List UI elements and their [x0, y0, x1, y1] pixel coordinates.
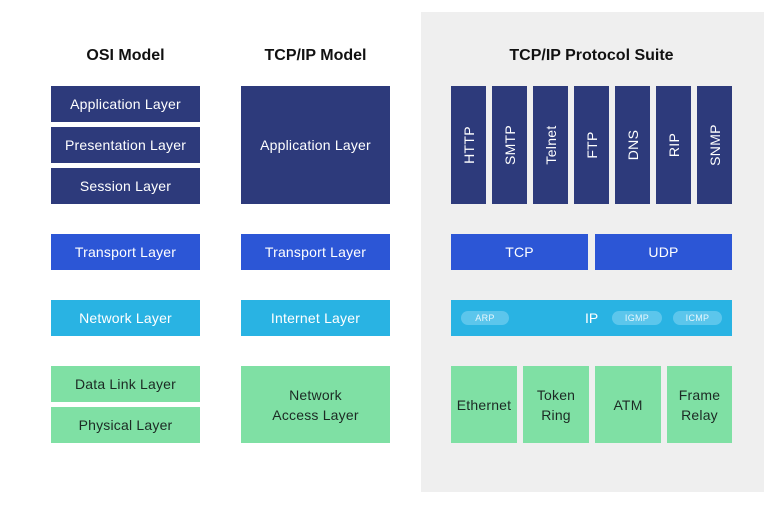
- protocol-icmp-pill: ICMP: [673, 311, 722, 325]
- osi-transport-layer: Transport Layer: [51, 234, 200, 270]
- osi-presentation-layer: Presentation Layer: [51, 127, 200, 163]
- tcpip-internet-layer: Internet Layer: [241, 300, 390, 336]
- osi-network-layer: Network Layer: [51, 300, 200, 336]
- protocol-token-ring: Token Ring: [523, 366, 589, 443]
- tcpip-network-access-layer: Network Access Layer: [241, 366, 390, 443]
- protocol-tcp: TCP: [451, 234, 588, 270]
- osi-session-layer: Session Layer: [51, 168, 200, 204]
- protocol-ftp: FTP: [574, 86, 609, 204]
- protocol-smtp-label: SMTP: [501, 124, 518, 166]
- protocol-dns: DNS: [615, 86, 650, 204]
- tcpip-model-heading: TCP/IP Model: [264, 47, 367, 64]
- protocol-suite-heading: TCP/IP Protocol Suite: [509, 47, 674, 64]
- protocol-arp-pill: ARP: [461, 311, 509, 325]
- protocol-frame-relay: Frame Relay: [667, 366, 732, 443]
- protocol-igmp-pill: IGMP: [612, 311, 662, 325]
- protocol-telnet-label: Telnet: [542, 125, 559, 165]
- protocol-telnet: Telnet: [533, 86, 568, 204]
- osi-data-link-layer: Data Link Layer: [51, 366, 200, 402]
- osi-physical-layer: Physical Layer: [51, 407, 200, 443]
- protocol-ftp-label: FTP: [583, 131, 600, 159]
- protocol-rip: RIP: [656, 86, 691, 204]
- protocol-snmp-label: SNMP: [706, 124, 723, 166]
- tcpip-application-layer: Application Layer: [241, 86, 390, 204]
- protocol-dns-label: DNS: [624, 129, 641, 161]
- protocol-http: HTTP: [451, 86, 486, 204]
- protocol-udp: UDP: [595, 234, 732, 270]
- protocol-ip-label: IP: [585, 310, 599, 326]
- tcpip-transport-layer: Transport Layer: [241, 234, 390, 270]
- osi-application-layer: Application Layer: [51, 86, 200, 122]
- protocol-smtp: SMTP: [492, 86, 527, 204]
- protocol-snmp: SNMP: [697, 86, 732, 204]
- protocol-http-label: HTTP: [460, 126, 477, 164]
- protocol-atm: ATM: [595, 366, 661, 443]
- protocol-rip-label: RIP: [665, 132, 682, 158]
- protocol-ethernet: Ethernet: [451, 366, 517, 443]
- osi-model-heading: OSI Model: [86, 47, 165, 64]
